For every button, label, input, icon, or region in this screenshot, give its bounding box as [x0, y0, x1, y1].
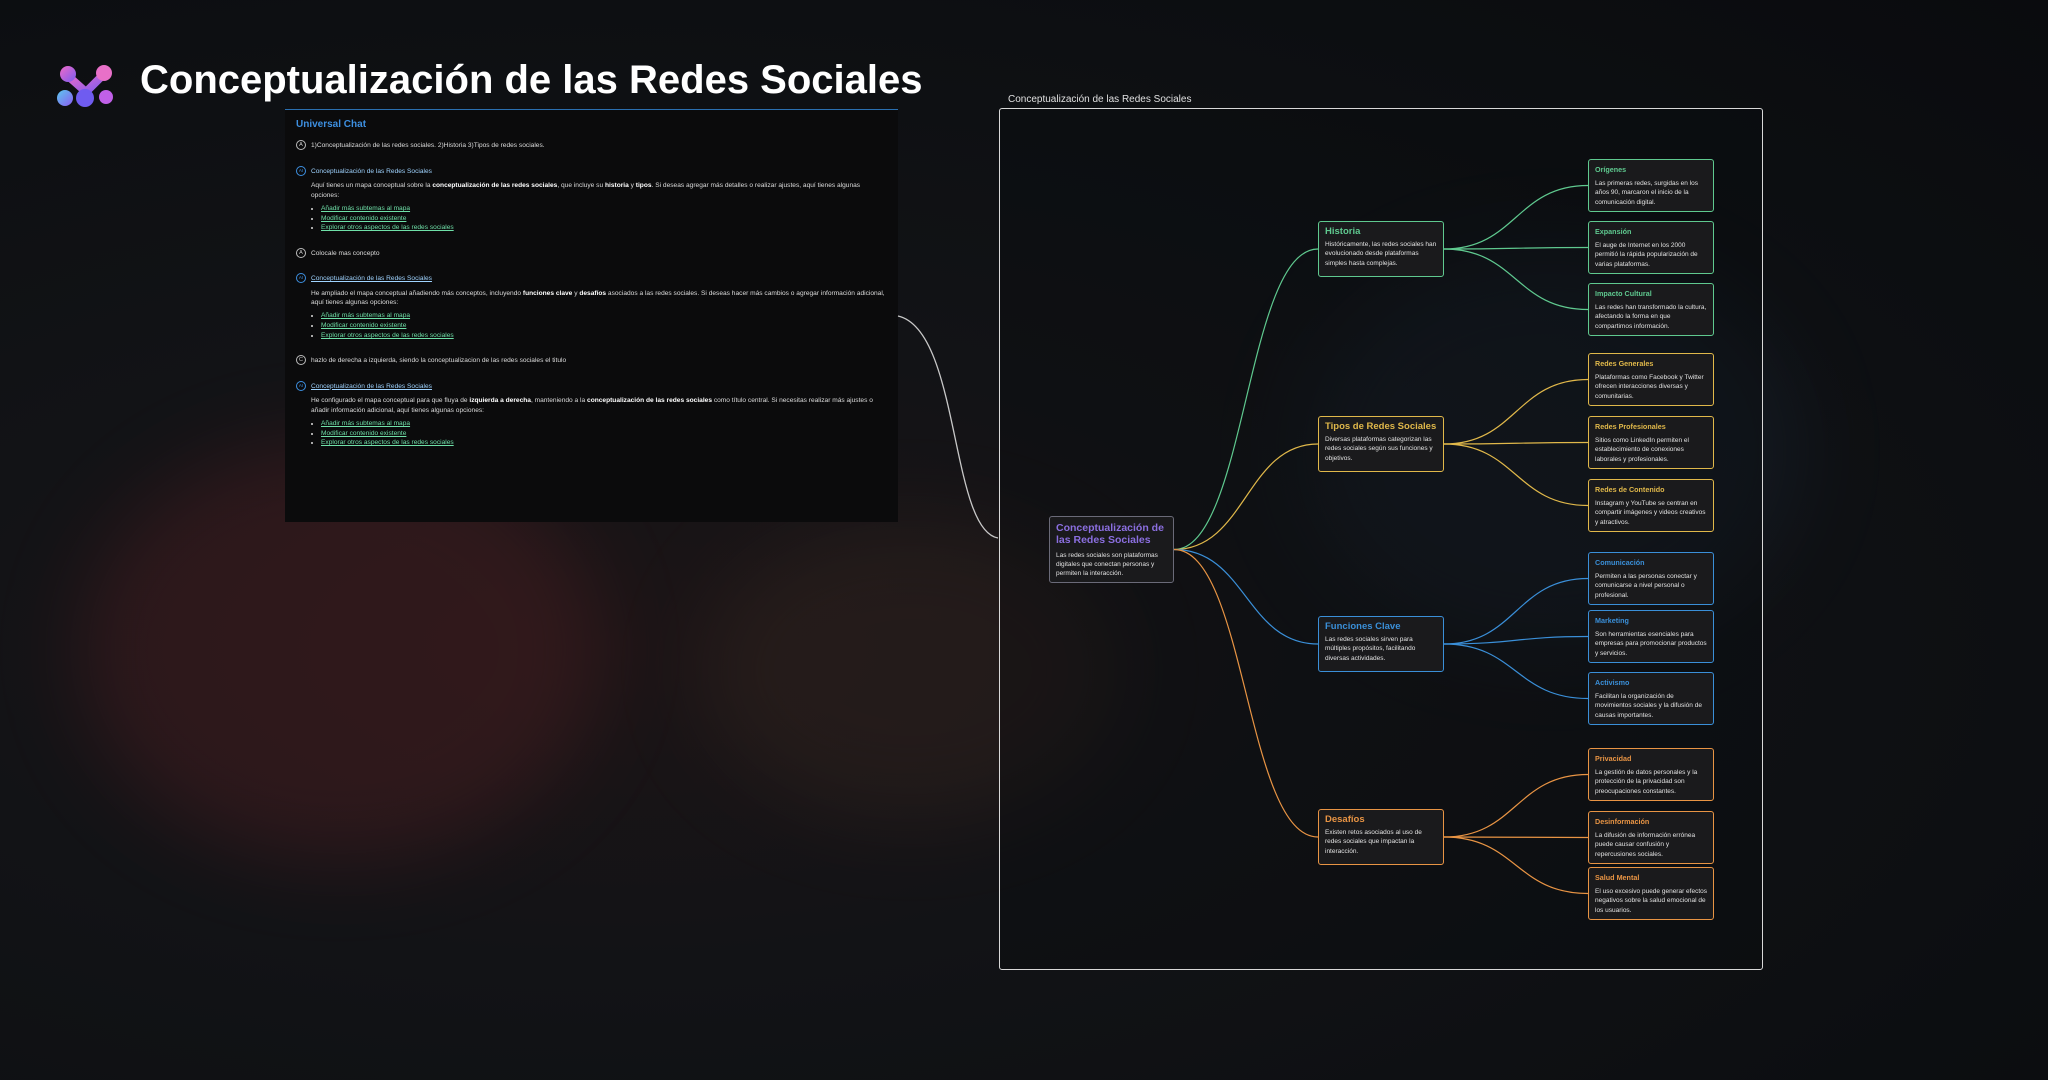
leaf-title: Comunicación — [1595, 558, 1645, 567]
mindmap-leaf-comunicacion[interactable]: Comunicación Permiten a las personas con… — [1588, 552, 1714, 605]
leaf-title: Orígenes — [1595, 165, 1627, 174]
leaf-text: Permiten a las personas conectar y comun… — [1595, 573, 1697, 599]
leaf-text: Plataformas como Facebook y Twitter ofre… — [1595, 374, 1704, 400]
message-text: Colocale mas concepto — [311, 249, 380, 257]
mindmap-leaf-origenes[interactable]: Orígenes Las primeras redes, surgidas en… — [1588, 159, 1714, 212]
ai-avatar-icon: AI — [296, 165, 306, 176]
leaf-text: Las redes han transformado la cultura, a… — [1595, 304, 1707, 330]
branch-title: Desafíos — [1325, 814, 1365, 825]
leaf-text: Las primeras redes, surgidas en los años… — [1595, 180, 1698, 206]
mindmap-branch-desafios[interactable]: Desafíos Existen retos asociados al uso … — [1318, 809, 1444, 865]
page-title: Conceptualización de las Redes Sociales — [140, 58, 923, 102]
leaf-text: El uso excesivo puede generar efectos ne… — [1595, 888, 1708, 914]
user-avatar-icon: A — [296, 140, 306, 151]
mindmap-leaf-privacidad[interactable]: Privacidad La gestión de datos personale… — [1588, 748, 1714, 801]
option-explore-aspects[interactable]: Explorar otros aspectos de las redes soc… — [321, 331, 887, 340]
leaf-text: La difusión de información errónea puede… — [1595, 832, 1696, 858]
mindmap-leaf-salud-mental[interactable]: Salud Mental El uso excesivo puede gener… — [1588, 867, 1714, 920]
option-modify-content[interactable]: Modificar contenido existente — [321, 321, 887, 330]
leaf-title: Activismo — [1595, 678, 1630, 687]
branch-text: Diversas plataformas categorizan las red… — [1325, 436, 1433, 462]
leaf-title: Salud Mental — [1595, 873, 1640, 882]
chat-message-user: A 1)Conceptualización de las redes socia… — [296, 140, 887, 151]
mindmap-branch-funciones[interactable]: Funciones Clave Las redes sociales sirve… — [1318, 616, 1444, 672]
chat-message-ai: AI Conceptualización de las Redes Social… — [296, 380, 887, 448]
leaf-text: Son herramientas esenciales para empresa… — [1595, 631, 1707, 657]
message-text: 1)Conceptualización de las redes sociale… — [311, 142, 545, 150]
leaf-text: Facilitan la organización de movimientos… — [1595, 693, 1702, 719]
chat-message-user: C hazlo de derecha a izquierda, siendo l… — [296, 355, 887, 366]
leaf-title: Privacidad — [1595, 754, 1632, 763]
option-add-subtopics[interactable]: Añadir más subtemas al mapa — [321, 311, 887, 320]
chat-message-user: A Colocale mas concepto — [296, 247, 887, 258]
mindmap-branch-tipos[interactable]: Tipos de Redes Sociales Diversas platafo… — [1318, 416, 1444, 472]
message-body: Aquí tienes un mapa conceptual sobre la … — [311, 182, 861, 199]
mindmap-leaf-expansion[interactable]: Expansión El auge de Internet en los 200… — [1588, 221, 1714, 274]
mindmap-leaf-marketing[interactable]: Marketing Son herramientas esenciales pa… — [1588, 610, 1714, 663]
option-add-subtopics[interactable]: Añadir más subtemas al mapa — [321, 204, 887, 213]
leaf-title: Redes de Contenido — [1595, 485, 1665, 494]
chat-message-ai: AI Conceptualización de las Redes Social… — [296, 273, 887, 340]
message-body: He ampliado el mapa conceptual añadiendo… — [311, 289, 885, 307]
mindmap-leaf-redes-profesionales[interactable]: Redes Profesionales Sitios como LinkedIn… — [1588, 416, 1714, 469]
mindmap-label: Conceptualización de las Redes Sociales — [1008, 94, 1192, 105]
branch-title: Historia — [1325, 226, 1361, 237]
mindmap-branch-historia[interactable]: Historia Históricamente, las redes socia… — [1318, 221, 1444, 277]
message-heading: Conceptualización de las Redes Sociales — [311, 167, 432, 175]
leaf-title: Desinformación — [1595, 817, 1650, 826]
leaf-text: El auge de Internet en los 2000 permitió… — [1595, 242, 1698, 268]
app-logo-icon — [57, 65, 113, 107]
root-title: Conceptualización de las Redes Sociales — [1056, 522, 1164, 546]
option-modify-content[interactable]: Modificar contenido existente — [321, 429, 887, 438]
ai-avatar-icon: AI — [296, 380, 306, 391]
leaf-title: Impacto Cultural — [1595, 289, 1652, 298]
branch-title: Funciones Clave — [1325, 621, 1401, 632]
branch-text: Históricamente, las redes sociales han e… — [1325, 241, 1437, 267]
option-explore-aspects[interactable]: Explorar otros aspectos de las redes soc… — [321, 223, 887, 232]
leaf-text: Sitios como LinkedIn permiten el estable… — [1595, 437, 1689, 463]
mindmap-leaf-redes-generales[interactable]: Redes Generales Plataformas como Faceboo… — [1588, 353, 1714, 406]
mindmap-leaf-activismo[interactable]: Activismo Facilitan la organización de m… — [1588, 672, 1714, 725]
leaf-title: Redes Generales — [1595, 359, 1654, 368]
branch-text: Existen retos asociados al uso de redes … — [1325, 829, 1422, 855]
leaf-text: La gestión de datos personales y la prot… — [1595, 769, 1698, 795]
user-avatar-icon: A — [296, 247, 306, 258]
message-heading-link[interactable]: Conceptualización de las Redes Sociales — [311, 382, 432, 390]
mindmap-leaf-desinformacion[interactable]: Desinformación La difusión de informació… — [1588, 811, 1714, 864]
branch-title: Tipos de Redes Sociales — [1325, 421, 1437, 432]
mindmap-leaf-impacto-cultural[interactable]: Impacto Cultural Las redes han transform… — [1588, 283, 1714, 336]
option-add-subtopics[interactable]: Añadir más subtemas al mapa — [321, 419, 887, 428]
option-explore-aspects[interactable]: Explorar otros aspectos de las redes soc… — [321, 438, 887, 447]
chat-to-map-connector — [897, 315, 999, 539]
leaf-title: Expansión — [1595, 227, 1632, 236]
mindmap-leaf-redes-de-contenido[interactable]: Redes de Contenido Instagram y YouTube s… — [1588, 479, 1714, 532]
message-text: hazlo de derecha a izquierda, siendo la … — [311, 357, 567, 365]
leaf-title: Redes Profesionales — [1595, 422, 1666, 431]
leaf-title: Marketing — [1595, 616, 1629, 625]
chat-message-ai: AI Conceptualización de las Redes Social… — [296, 165, 887, 233]
message-body: He configurado el mapa conceptual para q… — [311, 397, 873, 414]
mindmap-root-node[interactable]: Conceptualización de las Redes Sociales … — [1049, 516, 1174, 583]
user-avatar-icon: C — [296, 355, 306, 366]
chat-title: Universal Chat — [296, 119, 367, 130]
leaf-text: Instagram y YouTube se centran en compar… — [1595, 500, 1706, 526]
branch-text: Las redes sociales sirven para múltiples… — [1325, 636, 1416, 662]
message-heading-link[interactable]: Conceptualización de las Redes Sociales — [311, 275, 432, 283]
root-text: Las redes sociales son plataformas digit… — [1056, 552, 1158, 578]
ai-avatar-icon: AI — [296, 273, 306, 284]
chat-panel: Universal Chat A 1)Conceptualización de … — [285, 109, 898, 522]
option-modify-content[interactable]: Modificar contenido existente — [321, 214, 887, 223]
